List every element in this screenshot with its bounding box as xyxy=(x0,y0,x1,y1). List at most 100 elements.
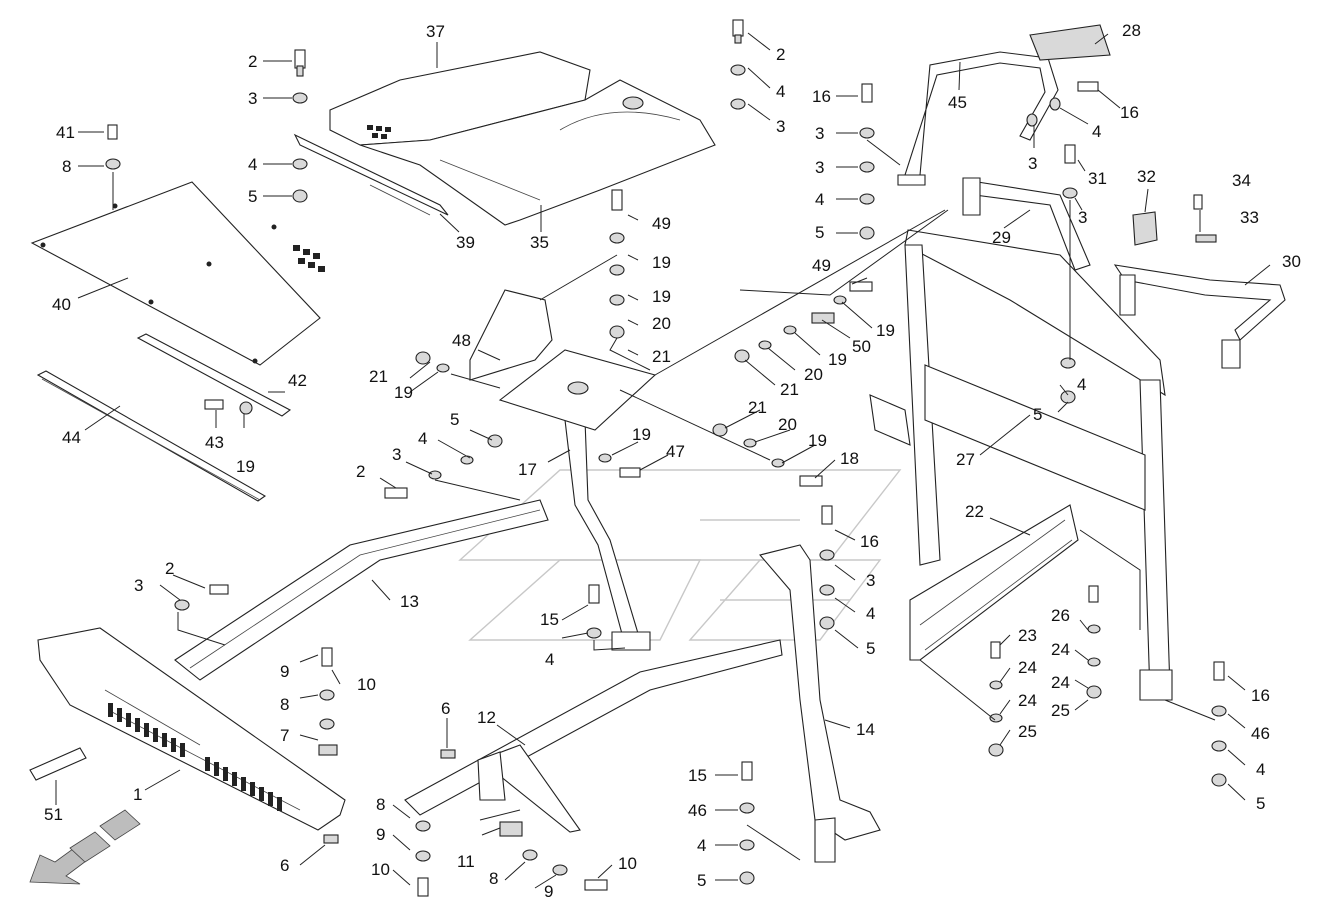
background-watermark xyxy=(458,469,902,641)
callout-16: 16 xyxy=(1120,103,1139,122)
callout-28: 28 xyxy=(1122,21,1141,40)
callout-3: 3 xyxy=(392,445,401,464)
callout-47: 47 xyxy=(666,442,685,461)
callout-42: 42 xyxy=(288,371,307,390)
part-bracket-39 xyxy=(293,133,449,216)
callout-27: 27 xyxy=(956,450,975,469)
callout-3: 3 xyxy=(866,571,875,590)
callout-5: 5 xyxy=(450,410,459,429)
part-plate-48 xyxy=(469,289,657,431)
part-strip-44 xyxy=(36,370,267,502)
direction-arrow xyxy=(29,809,141,885)
callout-8: 8 xyxy=(280,695,289,714)
callout-19: 19 xyxy=(876,321,895,340)
callout-20: 20 xyxy=(652,314,671,333)
callout-41: 41 xyxy=(56,123,75,142)
callout-29: 29 xyxy=(992,228,1011,247)
callout-20: 20 xyxy=(778,415,797,434)
callout-19: 19 xyxy=(652,253,671,272)
callout-labels: 37 2 3 4 5 39 35 41 8 40 42 44 43 19 2 4… xyxy=(44,21,1301,901)
callout-2: 2 xyxy=(248,52,257,71)
callout-12: 12 xyxy=(477,708,496,727)
part-hood-cover xyxy=(329,51,716,226)
callout-3: 3 xyxy=(1028,154,1037,173)
callout-50: 50 xyxy=(852,337,871,356)
callout-6: 6 xyxy=(441,699,450,718)
callout-8: 8 xyxy=(62,157,71,176)
callout-24: 24 xyxy=(1051,640,1070,659)
callout-3: 3 xyxy=(134,576,143,595)
callout-19: 19 xyxy=(828,350,847,369)
callout-46: 46 xyxy=(688,801,707,820)
part-main-frame-27 xyxy=(869,229,1173,701)
callout-30: 30 xyxy=(1282,252,1301,271)
callout-11: 11 xyxy=(457,852,475,871)
callout-24: 24 xyxy=(1018,691,1037,710)
callout-16: 16 xyxy=(1251,686,1270,705)
part-strip-42 xyxy=(136,333,292,417)
callout-21: 21 xyxy=(748,398,767,417)
callout-4: 4 xyxy=(1256,760,1265,779)
callout-46: 46 xyxy=(1251,724,1270,743)
callout-10: 10 xyxy=(357,675,376,694)
callout-16: 16 xyxy=(860,532,879,551)
callout-19: 19 xyxy=(808,431,827,450)
callout-9: 9 xyxy=(280,662,289,681)
callout-37: 37 xyxy=(426,22,445,41)
part-beam-12 xyxy=(404,639,783,833)
callout-19: 19 xyxy=(236,457,255,476)
callout-8: 8 xyxy=(489,869,498,888)
callout-2: 2 xyxy=(356,462,365,481)
callout-7: 7 xyxy=(280,726,289,745)
callout-15: 15 xyxy=(540,610,559,629)
callout-43: 43 xyxy=(205,433,224,452)
callout-31: 31 xyxy=(1088,169,1107,188)
part-support-17 xyxy=(564,419,651,651)
callout-4: 4 xyxy=(776,82,785,101)
callout-3: 3 xyxy=(248,89,257,108)
callout-35: 35 xyxy=(530,233,549,252)
callout-9: 9 xyxy=(544,882,553,901)
callout-19: 19 xyxy=(652,287,671,306)
callout-4: 4 xyxy=(697,836,706,855)
callout-14: 14 xyxy=(856,720,875,739)
callout-5: 5 xyxy=(815,223,824,242)
callout-33: 33 xyxy=(1240,208,1259,227)
part-switch-32 xyxy=(1132,211,1158,246)
callout-20: 20 xyxy=(804,365,823,384)
callout-2: 2 xyxy=(776,45,785,64)
part-handle-29 xyxy=(962,177,1091,271)
callout-4: 4 xyxy=(866,604,875,623)
callout-16: 16 xyxy=(812,87,831,106)
callout-21: 21 xyxy=(369,367,388,386)
callout-19: 19 xyxy=(632,425,651,444)
callout-4: 4 xyxy=(418,429,427,448)
callout-44: 44 xyxy=(62,428,81,447)
callout-23: 23 xyxy=(1018,626,1037,645)
part-grille-plate-1 xyxy=(37,627,346,831)
callout-5: 5 xyxy=(1033,405,1042,424)
callout-24: 24 xyxy=(1051,673,1070,692)
callout-26: 26 xyxy=(1051,606,1070,625)
part-cover-28 xyxy=(1029,24,1111,61)
callout-40: 40 xyxy=(52,295,71,314)
callout-10: 10 xyxy=(618,854,637,873)
callout-4: 4 xyxy=(815,190,824,209)
callout-49: 49 xyxy=(652,214,671,233)
callout-45: 45 xyxy=(948,93,967,112)
callout-17: 17 xyxy=(518,460,537,479)
callout-3: 3 xyxy=(815,124,824,143)
callout-34: 34 xyxy=(1232,171,1251,190)
callout-13: 13 xyxy=(400,592,419,611)
callout-22: 22 xyxy=(965,502,984,521)
callout-5: 5 xyxy=(248,187,257,206)
callout-4: 4 xyxy=(1092,122,1101,141)
part-handle-30 xyxy=(1113,264,1286,369)
callout-19: 19 xyxy=(394,383,413,402)
callout-2: 2 xyxy=(165,559,174,578)
callout-48: 48 xyxy=(452,331,471,350)
part-support-14 xyxy=(759,544,881,863)
callout-21: 21 xyxy=(780,380,799,399)
callout-39: 39 xyxy=(456,233,475,252)
